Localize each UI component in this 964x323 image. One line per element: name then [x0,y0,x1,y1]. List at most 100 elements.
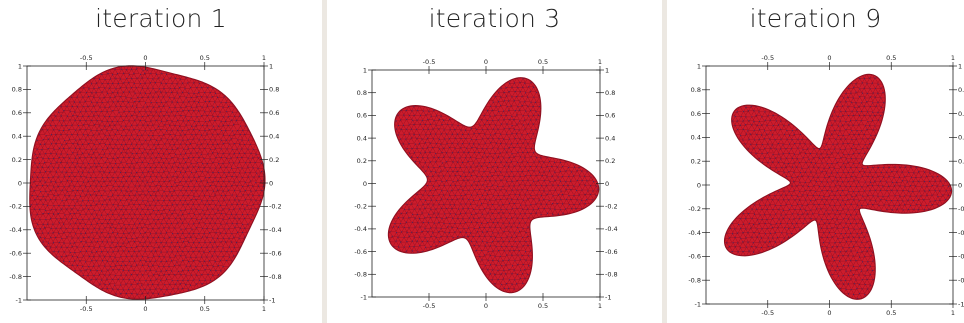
y-tick-label-left: -0.8 [9,273,22,281]
panel-separator [662,0,667,323]
x-tick-label-bottom: -0.5 [80,305,93,313]
x-tick-label-bottom: 0.5 [200,305,210,313]
y-tick-label-right: 1 [605,66,609,74]
x-tick-label-top: 0.5 [886,54,896,62]
y-tick-label-left: 0.2 [691,158,701,166]
x-tick-label-bottom: 1 [598,302,602,310]
y-tick-label-left: -1 [695,300,701,308]
y-tick-label-right: -0.8 [958,277,964,285]
x-tick-label-top: 0 [827,54,831,62]
y-tick-label-right: -0.2 [269,203,282,211]
y-tick-label-right: -1 [605,293,611,301]
y-tick-label-right: 0.2 [958,158,964,166]
y-tick-label-left: 0.2 [357,157,367,165]
y-tick-label-left: -0.4 [688,229,701,237]
y-tick-label-left: 0.4 [12,133,22,141]
y-tick-label-right: 0.8 [269,86,279,94]
mesh-plot: -0.5-0.5000.50.51110.80.60.40.20-0.2-0.4… [354,58,618,310]
x-tick-label-bottom: -0.5 [423,302,436,310]
y-tick-label-right: 0 [605,180,609,188]
x-tick-label-bottom: 0 [827,309,831,317]
mesh-boundary [723,73,953,300]
y-tick-label-right: 0.4 [605,134,615,142]
y-tick-label-left: 0 [697,181,701,189]
y-tick-label-right: 0.4 [958,134,964,142]
mesh-plot: -0.5-0.5000.50.51110.80.60.40.20-0.2-0.4… [9,54,282,313]
panel-title: iteration 3 [428,4,561,33]
y-tick-label-left: -0.6 [688,253,701,261]
y-tick-label-left: -0.6 [9,250,22,258]
y-tick-label-right: -1 [958,300,964,308]
y-tick-label-right: 0.8 [605,89,615,97]
x-tick-label-bottom: 0.5 [886,309,896,317]
y-tick-label-right: 0.6 [958,110,964,118]
y-tick-label-left: 0.8 [12,86,22,94]
x-tick-label-top: 0 [143,54,147,62]
y-tick-label-left: -0.6 [354,248,367,256]
y-tick-label-right: -0.2 [605,203,618,211]
y-tick-label-left: 1 [18,62,22,70]
y-tick-label-left: -0.4 [354,225,367,233]
panel-separator [322,0,327,323]
y-tick-label-right: 0 [958,181,962,189]
y-tick-label-left: -0.8 [354,271,367,279]
y-tick-label-left: -0.2 [354,203,367,211]
y-tick-label-left: 0.8 [691,86,701,94]
y-tick-label-right: -0.6 [958,253,964,261]
y-tick-label-left: -0.2 [688,205,701,213]
x-tick-label-top: 0 [484,58,488,66]
x-tick-label-top: -0.5 [423,58,436,66]
y-tick-label-left: -0.8 [688,277,701,285]
y-tick-label-right: 0.2 [269,156,279,164]
y-tick-label-right: -0.4 [269,226,282,234]
y-tick-label-left: 0.4 [691,134,701,142]
y-tick-label-right: -0.4 [958,229,964,237]
x-tick-label-top: 0.5 [200,54,210,62]
x-tick-label-bottom: 0 [143,305,147,313]
x-tick-label-top: -0.5 [80,54,93,62]
y-tick-label-right: -0.4 [605,225,618,233]
y-tick-label-right: 0 [269,179,273,187]
y-tick-label-right: -0.8 [269,273,282,281]
x-tick-label-top: 1 [262,54,266,62]
y-tick-label-left: 0.8 [357,89,367,97]
y-tick-label-right: 0.2 [605,157,615,165]
y-tick-label-left: 1 [697,62,701,70]
y-tick-label-left: -1 [16,296,22,304]
x-tick-label-top: 0.5 [538,58,548,66]
x-tick-label-top: -0.5 [761,54,774,62]
x-tick-label-top: 1 [598,58,602,66]
y-tick-label-right: 0.4 [269,133,279,141]
y-tick-label-right: -0.2 [958,205,964,213]
y-tick-label-left: 0.6 [12,109,22,117]
panel-title: iteration 1 [95,4,227,33]
x-tick-label-bottom: 0.5 [538,302,548,310]
y-tick-label-right: 1 [958,62,962,70]
y-tick-label-right: 0.6 [605,112,615,120]
y-tick-label-left: 0.6 [357,112,367,120]
x-tick-label-bottom: 1 [262,305,266,313]
y-tick-label-right: -0.6 [269,250,282,258]
x-tick-label-bottom: -0.5 [761,309,774,317]
x-tick-label-top: 1 [951,54,955,62]
x-tick-label-bottom: 1 [951,309,955,317]
x-tick-label-bottom: 0 [484,302,488,310]
y-tick-label-left: -0.2 [9,203,22,211]
y-tick-label-left: -0.4 [9,226,22,234]
y-tick-label-left: 0.4 [357,134,367,142]
y-tick-label-right: -0.8 [605,271,618,279]
y-tick-label-right: -1 [269,296,275,304]
y-tick-label-left: 0 [363,180,367,188]
mesh-plot: -0.5-0.5000.50.51110.80.60.40.20-0.2-0.4… [688,54,964,317]
y-tick-label-right: 0.6 [269,109,279,117]
y-tick-label-right: 1 [269,62,273,70]
y-tick-label-left: 0.6 [691,110,701,118]
mesh-boundary [387,77,600,294]
y-tick-label-right: -0.6 [605,248,618,256]
y-tick-label-left: 1 [363,66,367,74]
y-tick-label-left: 0.2 [12,156,22,164]
y-tick-label-right: 0.8 [958,86,964,94]
